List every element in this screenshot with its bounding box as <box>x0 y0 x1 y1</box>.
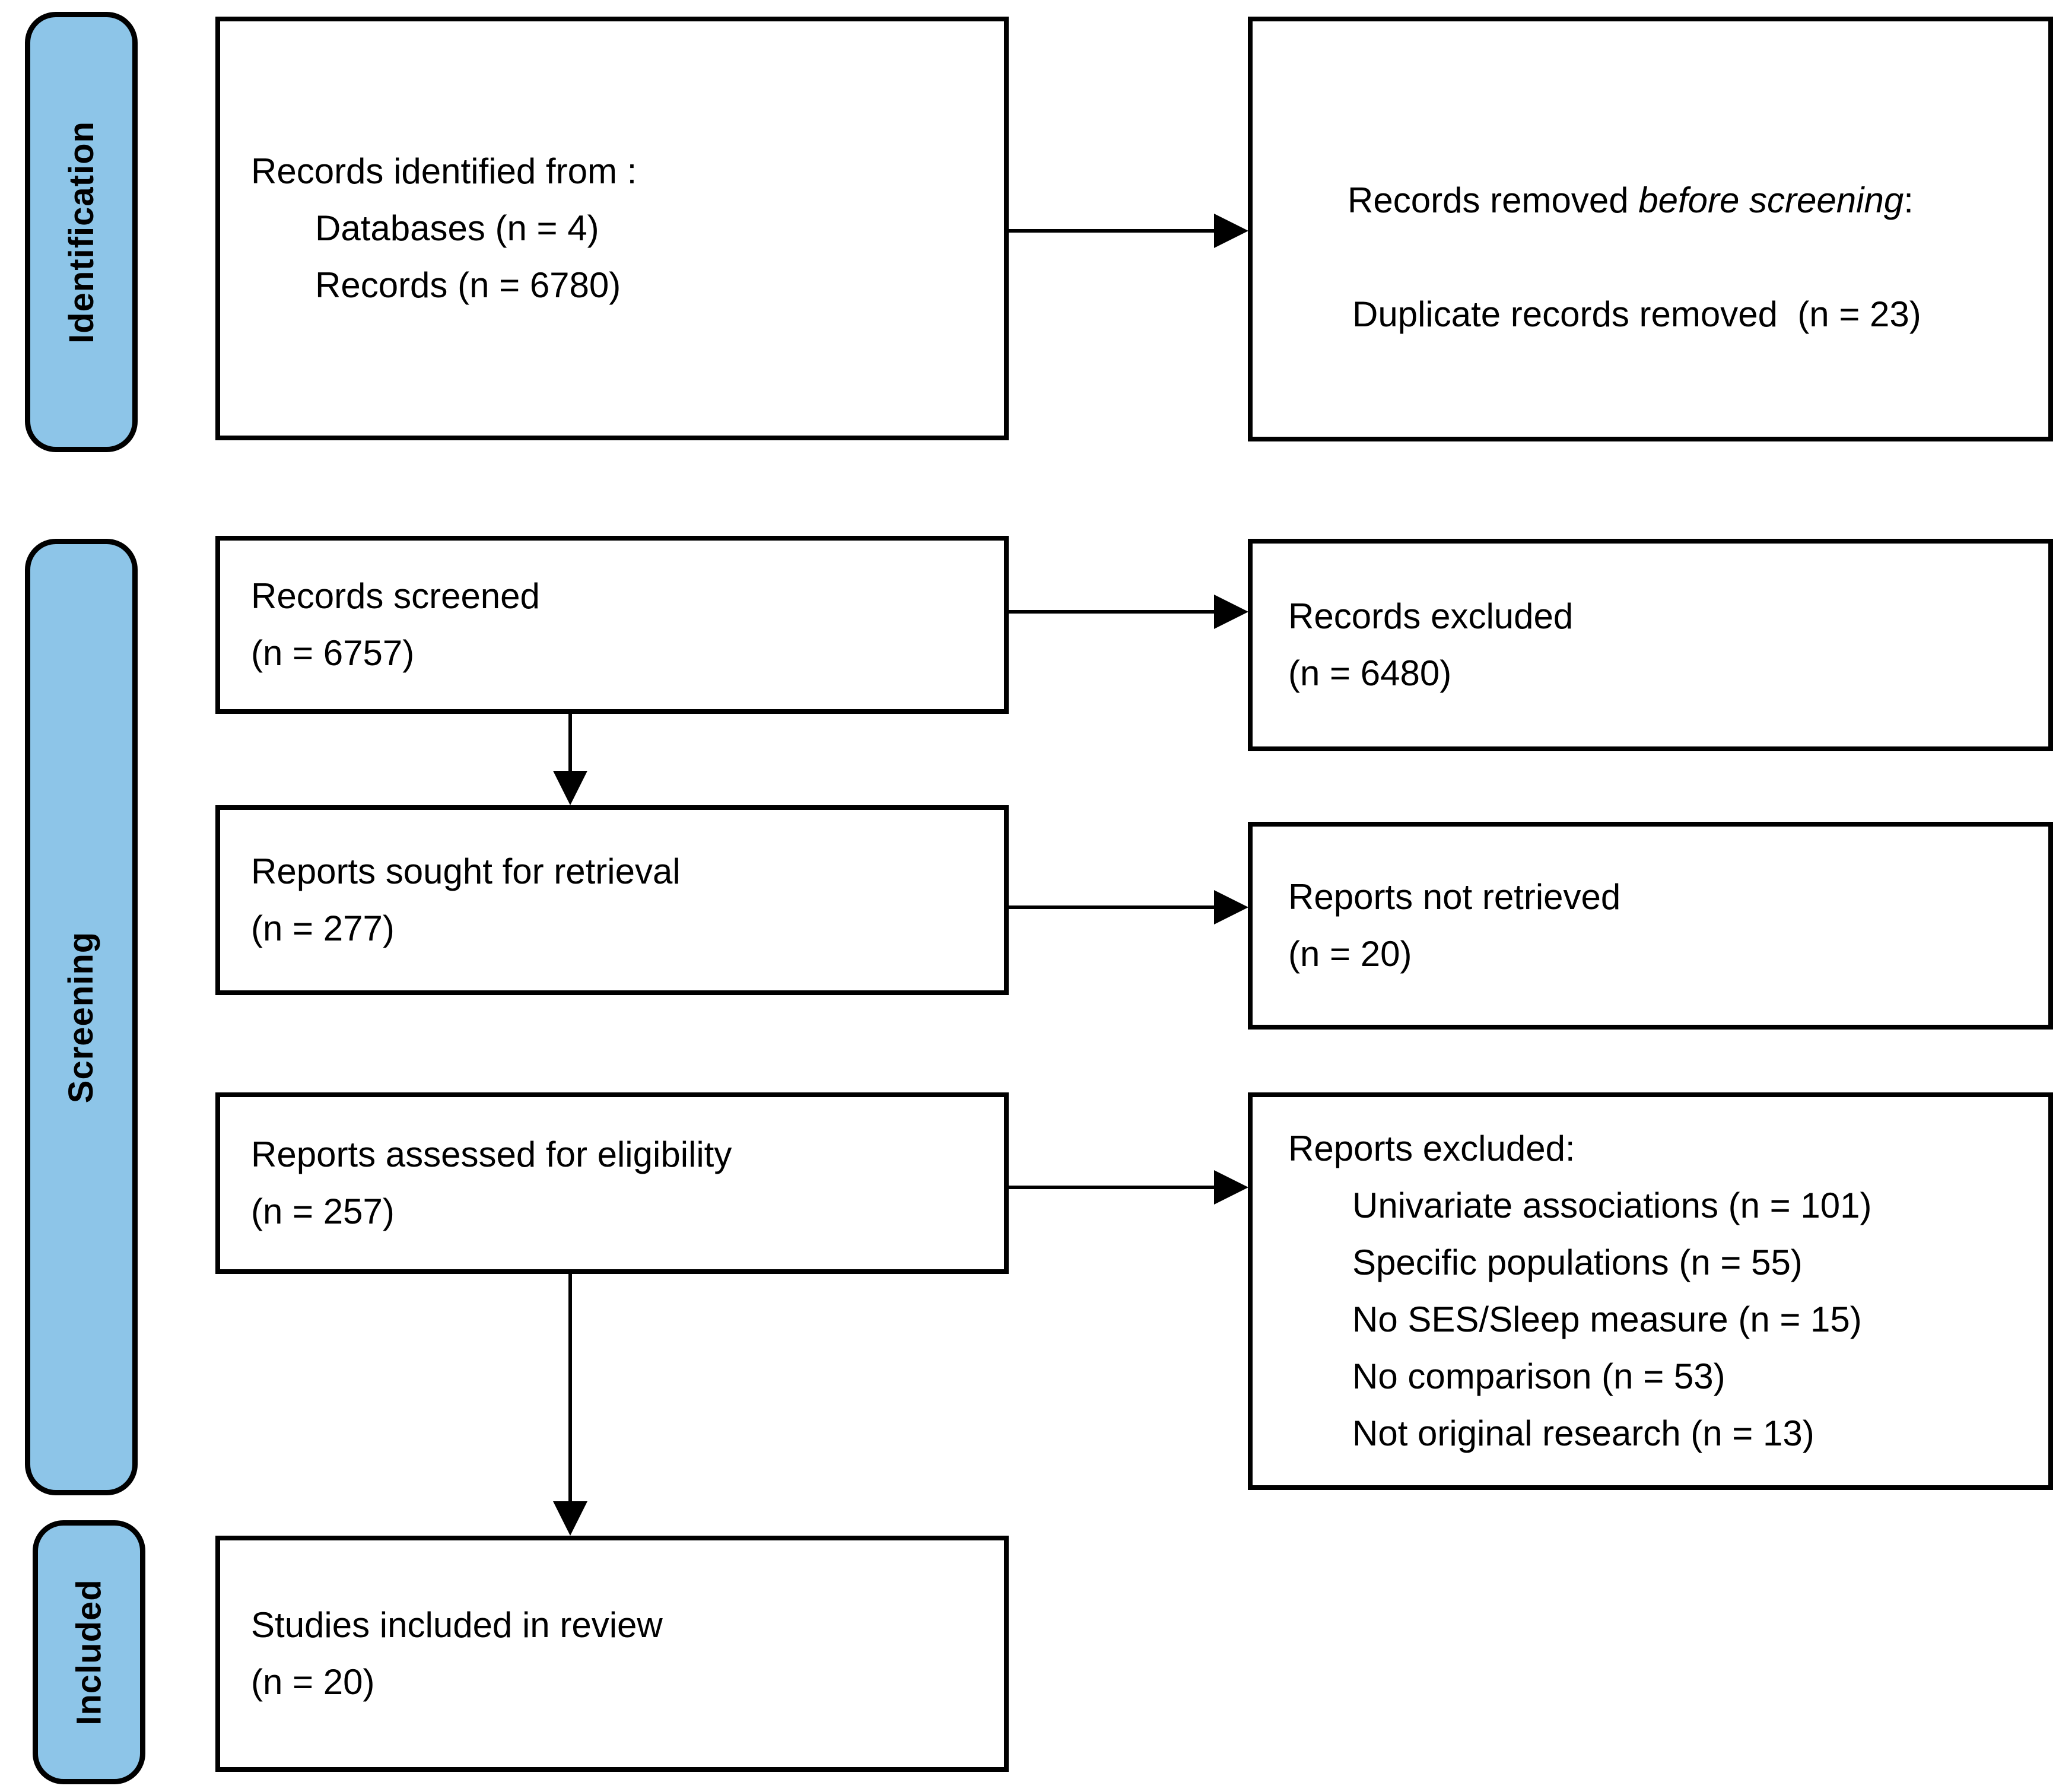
records-screened-label: Records screened <box>251 576 540 616</box>
reports-assessed-label: Reports assessed for eligibility <box>251 1135 732 1174</box>
reports-excluded-heading: Reports excluded: <box>1288 1129 1575 1168</box>
arrow-screened-to-excluded-head <box>1214 595 1248 629</box>
arrow-screened-to-sought-head <box>553 771 587 805</box>
arrow-screened-to-sought-shaft <box>568 714 572 773</box>
records-screened-count: (n = 6757) <box>251 633 415 673</box>
reports-sought-label: Reports sought for retrieval <box>251 851 681 891</box>
box-records-removed: Records removed before screening: Duplic… <box>1248 17 2053 441</box>
reports-not-retrieved-count: (n = 20) <box>1288 934 1412 974</box>
arrow-assessed-to-included-shaft <box>568 1274 572 1502</box>
reports-excluded-specific-populations: Specific populations (n = 55) <box>1352 1243 1803 1282</box>
box-records-screened: Records screened (n = 6757) <box>215 536 1009 714</box>
stage-tab-included: Included <box>33 1520 145 1784</box>
records-removed-heading-italic: before screening <box>1638 180 1904 220</box>
box-records-identified: Records identified from : Databases (n =… <box>215 17 1009 440</box>
box-reports-not-retrieved: Reports not retrieved (n = 20) <box>1248 822 2053 1030</box>
box-studies-included: Studies included in review (n = 20) <box>215 1536 1009 1772</box>
reports-not-retrieved-label: Reports not retrieved <box>1288 877 1621 917</box>
records-removed-heading: Records removed before screening: <box>1288 115 2036 286</box>
records-identified-heading: Records identified from : <box>251 151 637 191</box>
arrow-screened-to-excluded-shaft <box>1009 610 1215 614</box>
box-reports-assessed: Reports assessed for eligibility (n = 25… <box>215 1092 1009 1274</box>
arrow-assessed-to-excluded-shaft <box>1009 1186 1215 1189</box>
records-excluded-label: Records excluded <box>1288 596 1574 636</box>
records-excluded-count: (n = 6480) <box>1288 653 1452 693</box>
reports-excluded-no-comparison: No comparison (n = 53) <box>1352 1356 1725 1396</box>
stage-tab-identification: Identification <box>25 12 138 452</box>
stage-tab-included-label: Included <box>69 1579 109 1726</box>
arrow-sought-to-not-retrieved-shaft <box>1009 905 1215 909</box>
records-identified-records: Records (n = 6780) <box>315 265 621 305</box>
reports-sought-count: (n = 277) <box>251 908 395 948</box>
reports-excluded-not-original: Not original research (n = 13) <box>1352 1413 1815 1453</box>
arrow-identified-to-removed-head <box>1214 214 1248 248</box>
records-identified-databases: Databases (n = 4) <box>315 208 599 248</box>
arrow-assessed-to-included-head <box>553 1501 587 1536</box>
box-reports-sought: Reports sought for retrieval (n = 277) <box>215 805 1009 995</box>
stage-tab-identification-label: Identification <box>62 120 101 344</box>
stage-tab-screening-label: Screening <box>62 931 101 1103</box>
records-removed-heading-prefix: Records removed <box>1348 180 1639 220</box>
records-removed-heading-suffix: : <box>1904 180 1914 220</box>
duplicate-records-removed: Duplicate records removed (n = 23) <box>1352 294 1921 334</box>
reports-assessed-count: (n = 257) <box>251 1192 395 1231</box>
box-reports-excluded: Reports excluded: Univariate association… <box>1248 1092 2053 1490</box>
studies-included-label: Studies included in review <box>251 1605 663 1645</box>
arrow-assessed-to-excluded-head <box>1214 1170 1248 1205</box>
stage-tab-screening: Screening <box>25 539 138 1495</box>
arrow-sought-to-not-retrieved-head <box>1214 890 1248 924</box>
arrow-identified-to-removed-shaft <box>1009 229 1215 233</box>
studies-included-count: (n = 20) <box>251 1662 375 1702</box>
reports-excluded-univariate: Univariate associations (n = 101) <box>1352 1186 1872 1225</box>
box-records-excluded: Records excluded (n = 6480) <box>1248 539 2053 751</box>
reports-excluded-no-ses-sleep: No SES/Sleep measure (n = 15) <box>1352 1299 1862 1339</box>
